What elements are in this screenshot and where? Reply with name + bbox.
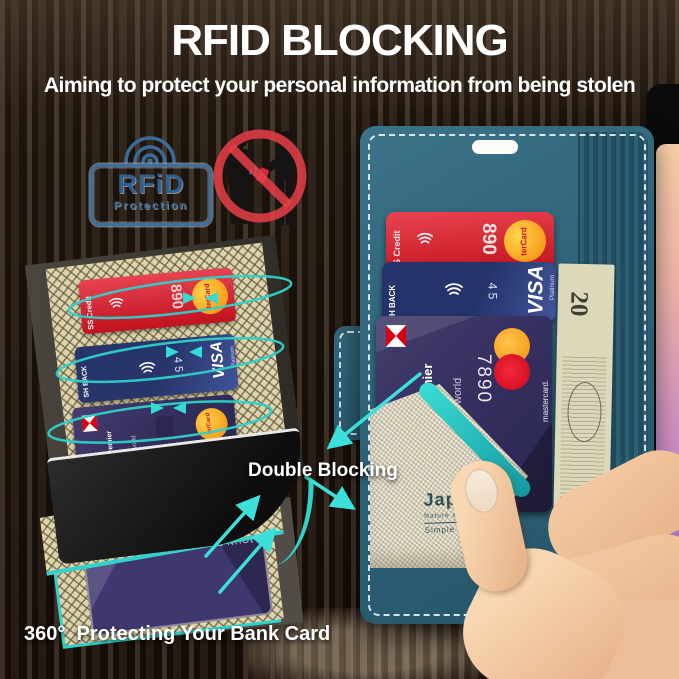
- mastercard-logo: terCard: [190, 276, 230, 316]
- double-blocking-label: Double Blocking: [248, 460, 398, 481]
- mastercard-label: terCard: [203, 283, 214, 309]
- mastercard-circle-red: [494, 354, 530, 390]
- clasp-slot: [472, 140, 518, 154]
- rfid-badge-frame: RFiD Protection: [90, 164, 212, 226]
- mastercard-label: terCard: [519, 227, 529, 256]
- contactless-icon: [416, 232, 434, 244]
- page-subtitle: Aiming to protect your personal informat…: [43, 74, 636, 97]
- diagram-card-red-number: 890: [166, 283, 187, 310]
- case-card-visa: H BACK 4 5 VISA Platinum: [382, 262, 556, 322]
- no-pickpocket-icon: [213, 129, 307, 226]
- page-title: RFID BLOCKING: [171, 16, 509, 65]
- visa-logo: VISA: [524, 265, 548, 315]
- blocking-layers-diagram: SS Credit 890 terCard SH BACK 4 5 VISA P…: [17, 230, 345, 659]
- contactless-icon: [109, 297, 124, 308]
- diagram-card-hsbc-level: world: [130, 435, 139, 452]
- rfid-protection-badge: RFiD Protection: [86, 134, 214, 226]
- wifi-arcs-icon: [124, 136, 176, 164]
- cyan-curl-edge: [268, 479, 316, 567]
- hsbc-logo: [386, 325, 406, 347]
- contactless-icon: [139, 362, 156, 373]
- case-card-hsbc-level: world: [452, 377, 464, 404]
- case-card-red-label: S Credit: [392, 230, 402, 265]
- case-card-red-number: 890: [477, 223, 499, 255]
- visa-logo: VISA: [208, 340, 229, 380]
- rfid-badge-text: RFiD: [117, 169, 185, 199]
- banknote-denomination: 20: [565, 291, 593, 317]
- background-top-glow: [0, 0, 679, 118]
- case-card-visa-label: H BACK: [388, 284, 397, 316]
- hsbc-logo: [81, 414, 98, 433]
- case-card-hsbc-number: 7890: [473, 353, 495, 405]
- diagram-card-visa-number: 4 5: [171, 356, 185, 373]
- diagram-card-hsbc-chip: [154, 415, 175, 439]
- case-card-visa-tier: Platinum: [549, 274, 557, 301]
- bottom-caption: 360° Protecting Your Bank Card: [24, 623, 331, 645]
- contactless-icon: [445, 283, 463, 295]
- diagram-card-visa-label: SH BACK: [80, 365, 91, 398]
- mastercard-label: terCard: [205, 412, 214, 435]
- case-card-visa-number: 4 5: [485, 282, 500, 300]
- mastercard-logo: terCard: [504, 220, 546, 262]
- case-card-red: S Credit 890 terCard: [386, 212, 554, 270]
- diagram-card-red-label: SS Credit: [83, 295, 96, 331]
- mastercard-wordmark: mastercard.: [541, 379, 550, 422]
- rfid-badge-subtext: Protection: [113, 200, 189, 212]
- thumb-nail: [461, 465, 502, 516]
